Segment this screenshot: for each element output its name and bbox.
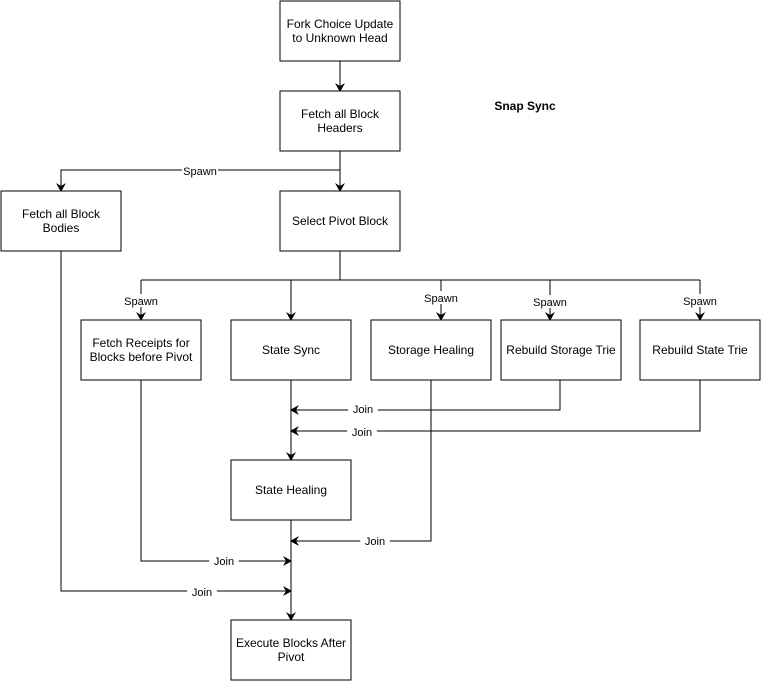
node-fcu-box [279, 0, 401, 62]
edge-label-join-receipts-text: Join [214, 556, 234, 568]
edge-headers-bodies [56, 169, 340, 192]
node-rebuild-state-label: Rebuild State Trie [652, 343, 748, 357]
edge-label-join-rebuild-storage-text: Join [353, 404, 373, 416]
node-headers-label: Headers [317, 121, 362, 135]
node-state-sync-label: State Sync [262, 343, 320, 357]
node-state-healing-box [230, 459, 352, 521]
edge-label-background [347, 425, 377, 438]
node-receipts-label: Fetch Receipts for [92, 336, 189, 350]
edge-label-background [348, 402, 378, 415]
edge-label-join-rebuild-state-text: Join [352, 427, 372, 439]
node-pivot: Select Pivot Block [279, 190, 401, 252]
edge-label-spawn-storage-healing: Spawn [423, 291, 459, 305]
edge-label-join-receipts: Join [209, 554, 239, 568]
edge-label-background [209, 554, 239, 567]
node-execute-label: Pivot [278, 650, 305, 664]
edge-label-spawn-rebuild-storage-text: Spawn [533, 297, 567, 309]
edge-label-background [532, 295, 568, 308]
node-rebuild-state-box [639, 319, 761, 381]
node-storage-healing-label: Storage Healing [388, 343, 474, 357]
node-rebuild-storage: Rebuild Storage Trie [500, 319, 622, 381]
node-storage-healing-box [370, 319, 492, 381]
edge-label-background [123, 294, 159, 307]
node-headers-label: Fetch all Block [301, 107, 380, 121]
edge-label-join-storage-healing-text: Join [365, 536, 385, 548]
edge-label-spawn-receipts: Spawn [123, 294, 159, 308]
node-pivot-label: Select Pivot Block [292, 214, 389, 228]
edge-label-spawn-rebuild-storage: Spawn [532, 295, 568, 309]
edge-label-spawn-bodies: Spawn [182, 164, 218, 178]
edges [56, 61, 705, 621]
node-rebuild-storage-label: Rebuild Storage Trie [506, 343, 616, 357]
edge-bodies-join [60, 251, 292, 596]
edge-label-join-rebuild-state: Join [347, 425, 377, 439]
node-execute-box [230, 619, 352, 681]
edge-label-spawn-storage-healing-text: Spawn [424, 293, 458, 305]
node-rebuild-state: Rebuild State Trie [639, 319, 761, 381]
node-fcu-label: to Unknown Head [292, 31, 387, 45]
edge-label-spawn-receipts-text: Spawn [124, 296, 158, 308]
edge-storage-healing-join [290, 380, 432, 546]
edge-label-join-bodies-text: Join [192, 587, 212, 599]
edge-rebuild-storage-join [290, 380, 561, 415]
edge-label-background [187, 585, 217, 598]
node-fcu-label: Fork Choice Update [287, 17, 394, 31]
edge-rebuild-state-join [290, 380, 701, 436]
node-bodies-label: Bodies [43, 221, 80, 235]
node-pivot-box [279, 190, 401, 252]
node-execute-label: Execute Blocks After [236, 636, 346, 650]
node-headers-box [279, 90, 401, 152]
node-bodies-label: Fetch all Block [22, 207, 101, 221]
edge-label-join-bodies: Join [187, 585, 217, 599]
node-storage-healing: Storage Healing [370, 319, 492, 381]
edge-label-background [682, 294, 718, 307]
edge-receipts-join [140, 380, 292, 566]
node-state-sync-box [230, 319, 352, 381]
diagram-title: Snap Sync [494, 99, 556, 113]
node-bodies-box [0, 190, 122, 252]
edge-label-background [360, 534, 390, 547]
node-receipts-label: Blocks before Pivot [90, 350, 193, 364]
edge-label-background [423, 291, 459, 304]
edge-label-join-storage-healing: Join [360, 534, 390, 548]
node-receipts-box [80, 319, 202, 381]
edge-label-join-rebuild-storage: Join [348, 402, 378, 416]
node-rebuild-storage-box [500, 319, 622, 381]
edge-label-background [182, 164, 218, 177]
node-state-healing: State Healing [230, 459, 352, 521]
edge-label-spawn-rebuild-state: Spawn [682, 294, 718, 308]
edge-label-spawn-rebuild-state-text: Spawn [683, 296, 717, 308]
node-state-healing-label: State Healing [255, 483, 327, 497]
node-state-sync: State Sync [230, 319, 352, 381]
edge-label-spawn-bodies-text: Spawn [183, 166, 217, 178]
